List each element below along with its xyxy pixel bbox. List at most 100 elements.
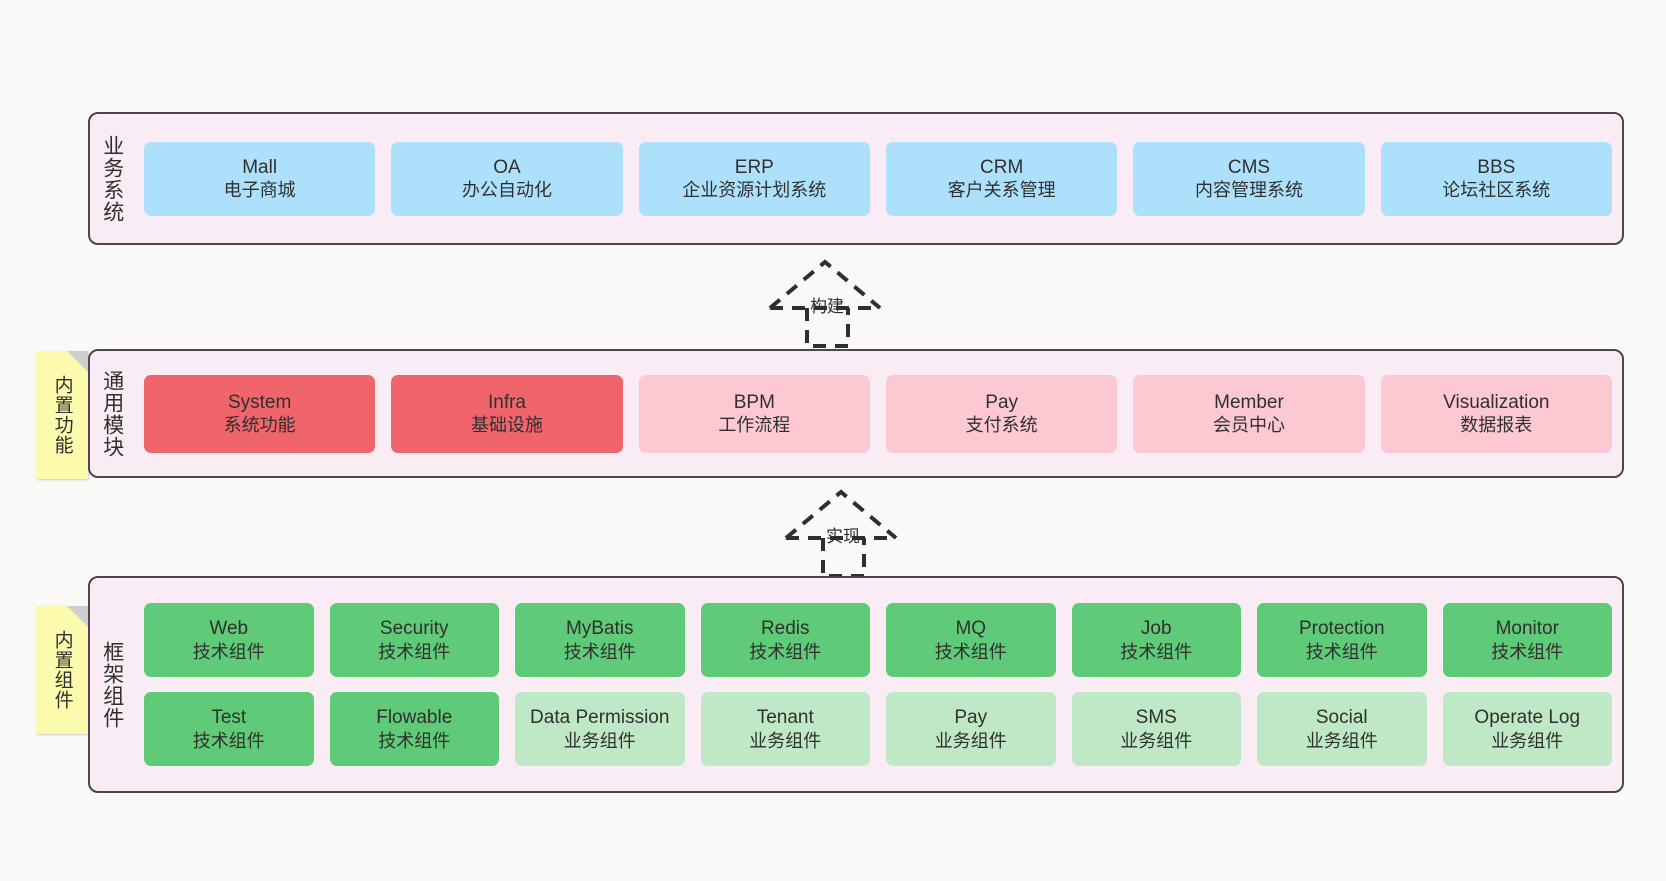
- card-title: BPM: [733, 391, 775, 413]
- card-security[interactable]: Security 技术组件: [329, 603, 499, 677]
- card-pay[interactable]: Pay 支付系统: [885, 374, 1118, 453]
- card-job[interactable]: Job 技术组件: [1071, 603, 1241, 677]
- card-subtitle: 技术组件: [192, 730, 265, 751]
- card-tenant[interactable]: Tenant 业务组件: [700, 692, 870, 766]
- card-title: Mall: [242, 156, 278, 178]
- card-data-permission[interactable]: Data Permission 业务组件: [515, 692, 685, 766]
- card-subtitle: 内容管理系统: [1194, 180, 1303, 201]
- card-subtitle: 技术组件: [749, 641, 822, 662]
- card-row-framework-biz: Test 技术组件 Flowable 技术组件 Data Permission …: [144, 692, 1612, 766]
- card-title: Tenant: [756, 707, 814, 729]
- card-subtitle: 技术组件: [378, 730, 451, 751]
- card-cms[interactable]: CMS 内容管理系统: [1133, 141, 1365, 216]
- sticky-note-builtin-function[interactable]: 内置功能: [36, 351, 88, 479]
- card-infra[interactable]: Infra 基础设施: [391, 374, 623, 453]
- card-subtitle: 电子商城: [223, 180, 296, 201]
- card-subtitle: 技术组件: [192, 641, 265, 662]
- card-redis[interactable]: Redis 技术组件: [700, 603, 870, 677]
- card-title: MQ: [955, 618, 987, 640]
- card-subtitle: 技术组件: [1120, 641, 1193, 662]
- card-title: Web: [209, 618, 249, 640]
- note-fold-corner-icon: [67, 606, 88, 627]
- card-title: CMS: [1227, 156, 1271, 178]
- card-title: Pay: [985, 391, 1019, 413]
- card-subtitle: 业务组件: [563, 730, 636, 751]
- sticky-note-label: 内置功能: [51, 375, 73, 455]
- tier-panel-common[interactable]: 通用模块 System 系统功能 Infra 基础设施 BPM 工作流程 Pay…: [88, 349, 1624, 478]
- card-title: Redis: [760, 618, 810, 640]
- card-oa[interactable]: OA 办公自动化: [391, 141, 623, 216]
- tier-label-business: 业务系统: [100, 134, 124, 223]
- note-fold-corner-icon: [67, 351, 88, 372]
- card-monitor[interactable]: Monitor 技术组件: [1442, 603, 1612, 677]
- card-system[interactable]: System 系统功能: [144, 374, 376, 453]
- card-title: OA: [493, 156, 521, 178]
- card-title: Pay: [954, 707, 988, 729]
- card-title: ERP: [734, 156, 774, 178]
- card-mq[interactable]: MQ 技术组件: [886, 603, 1056, 677]
- card-flowable[interactable]: Flowable 技术组件: [329, 692, 499, 766]
- card-subtitle: 基础设施: [470, 415, 543, 436]
- card-subtitle: 技术组件: [934, 641, 1007, 662]
- connector-label-implement: 实现: [826, 527, 860, 546]
- card-subtitle: 技术组件: [563, 641, 636, 662]
- card-visualization[interactable]: Visualization 数据报表: [1380, 374, 1612, 453]
- card-row-business: Mall 电子商城 OA 办公自动化 ERP 企业资源计划系统 CRM 客户关系…: [144, 141, 1612, 216]
- card-subtitle: 工作流程: [718, 415, 791, 436]
- tier-body-common: System 系统功能 Infra 基础设施 BPM 工作流程 Pay 支付系统…: [134, 351, 1622, 476]
- card-title: Flowable: [376, 707, 453, 729]
- card-subtitle: 办公自动化: [461, 180, 552, 201]
- card-subtitle: 数据报表: [1460, 415, 1533, 436]
- tier-panel-business[interactable]: 业务系统 Mall 电子商城 OA 办公自动化 ERP 企业资源计划系统 CRM…: [88, 112, 1624, 245]
- card-mybatis[interactable]: MyBatis 技术组件: [515, 603, 685, 677]
- card-subtitle: 技术组件: [378, 641, 451, 662]
- card-subtitle: 业务组件: [1491, 730, 1564, 751]
- card-title: Security: [379, 618, 449, 640]
- card-subtitle: 支付系统: [965, 415, 1038, 436]
- card-subtitle: 业务组件: [934, 730, 1007, 751]
- card-subtitle: 会员中心: [1212, 415, 1285, 436]
- connector-label-build: 构建: [810, 297, 844, 316]
- card-title: Member: [1214, 391, 1284, 413]
- card-title: Operate Log: [1474, 707, 1581, 729]
- card-bbs[interactable]: BBS 论坛社区系统: [1380, 141, 1612, 216]
- card-title: SMS: [1135, 707, 1177, 729]
- card-web[interactable]: Web 技术组件: [144, 603, 314, 677]
- tier-body-business: Mall 电子商城 OA 办公自动化 ERP 企业资源计划系统 CRM 客户关系…: [134, 114, 1622, 243]
- card-sms[interactable]: SMS 业务组件: [1071, 692, 1241, 766]
- connector-build: 构建: [750, 256, 910, 348]
- card-subtitle: 业务组件: [749, 730, 822, 751]
- card-subtitle: 技术组件: [1305, 641, 1378, 662]
- card-subtitle: 论坛社区系统: [1442, 180, 1551, 201]
- card-subtitle: 技术组件: [1491, 641, 1564, 662]
- card-member[interactable]: Member 会员中心: [1133, 374, 1365, 453]
- arrowhead-dashed-triangle: [768, 259, 882, 310]
- card-title: Infra: [487, 391, 526, 413]
- card-erp[interactable]: ERP 企业资源计划系统: [638, 141, 870, 216]
- card-title: Protection: [1298, 618, 1385, 640]
- card-title: Job: [1140, 618, 1172, 640]
- tier-panel-framework[interactable]: 框架组件 Web 技术组件 Security 技术组件 MyBatis 技术组件…: [88, 576, 1624, 793]
- card-title: Test: [211, 707, 247, 729]
- card-social[interactable]: Social 业务组件: [1257, 692, 1427, 766]
- sticky-note-builtin-component[interactable]: 内置组件: [36, 606, 88, 734]
- card-operate-log[interactable]: Operate Log 业务组件: [1442, 692, 1612, 766]
- card-title: Data Permission: [530, 707, 670, 729]
- card-subtitle: 系统功能: [223, 415, 296, 436]
- card-test[interactable]: Test 技术组件: [144, 692, 314, 766]
- card-pay-component[interactable]: Pay 业务组件: [886, 692, 1056, 766]
- card-crm[interactable]: CRM 客户关系管理: [885, 141, 1118, 216]
- connector-implement: 实现: [766, 486, 926, 578]
- card-bpm[interactable]: BPM 工作流程: [638, 374, 870, 453]
- card-protection[interactable]: Protection 技术组件: [1257, 603, 1427, 677]
- connector-stem: [821, 538, 866, 578]
- card-subtitle: 企业资源计划系统: [682, 180, 827, 201]
- card-row-framework-tech: Web 技术组件 Security 技术组件 MyBatis 技术组件 Redi…: [144, 603, 1612, 677]
- sticky-note-label: 内置组件: [51, 630, 73, 710]
- card-row-common: System 系统功能 Infra 基础设施 BPM 工作流程 Pay 支付系统…: [144, 374, 1612, 453]
- tier-label-common: 通用模块: [100, 369, 124, 458]
- card-mall[interactable]: Mall 电子商城: [144, 141, 376, 216]
- card-title: MyBatis: [565, 618, 634, 640]
- card-title: Social: [1315, 707, 1368, 729]
- card-title: BBS: [1477, 156, 1516, 178]
